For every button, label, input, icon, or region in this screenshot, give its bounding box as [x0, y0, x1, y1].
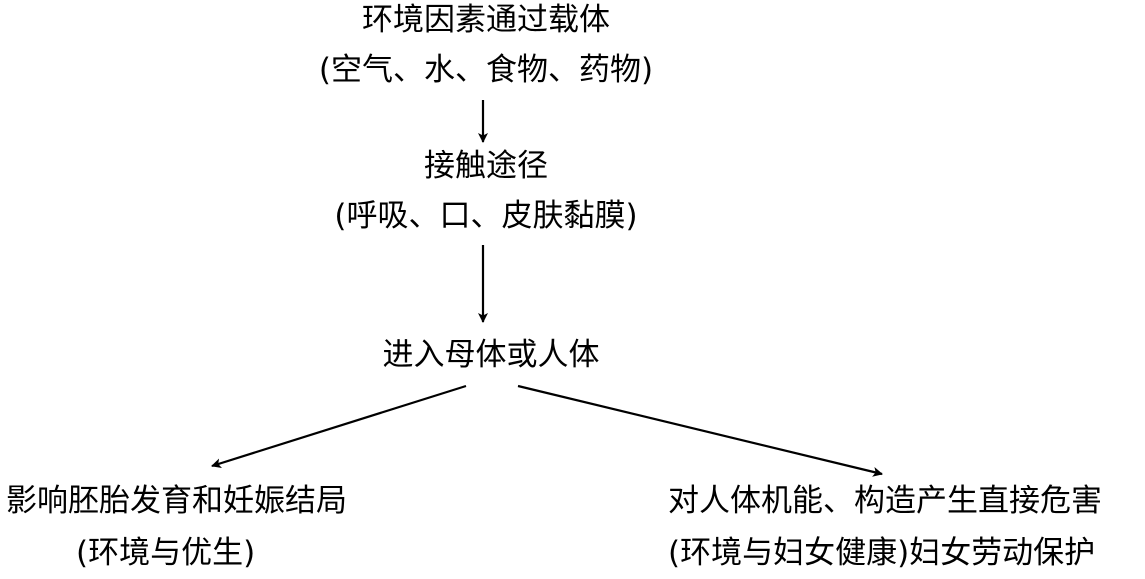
route-title: 接触途径 — [424, 148, 548, 184]
arrow-entry-to-right-outcome — [517, 384, 883, 477]
entry-title: 进入母体或人体 — [382, 337, 600, 373]
source-title: 环境因素通过载体 — [362, 2, 610, 38]
source-detail: (空气、水、食物、药物) — [318, 52, 654, 88]
left-outcome-title: 影响胚胎发育和妊娠结局 — [6, 483, 347, 519]
route-detail: (呼吸、口、皮肤黏膜) — [334, 198, 638, 234]
left-outcome-detail: (环境与优生) — [76, 535, 256, 571]
right-outcome-detail: (环境与妇女健康)妇女劳动保护 — [668, 535, 1096, 571]
right-outcome-title: 对人体机能、构造产生直接危害 — [668, 483, 1102, 519]
arrow-entry-to-left-outcome — [211, 384, 467, 469]
